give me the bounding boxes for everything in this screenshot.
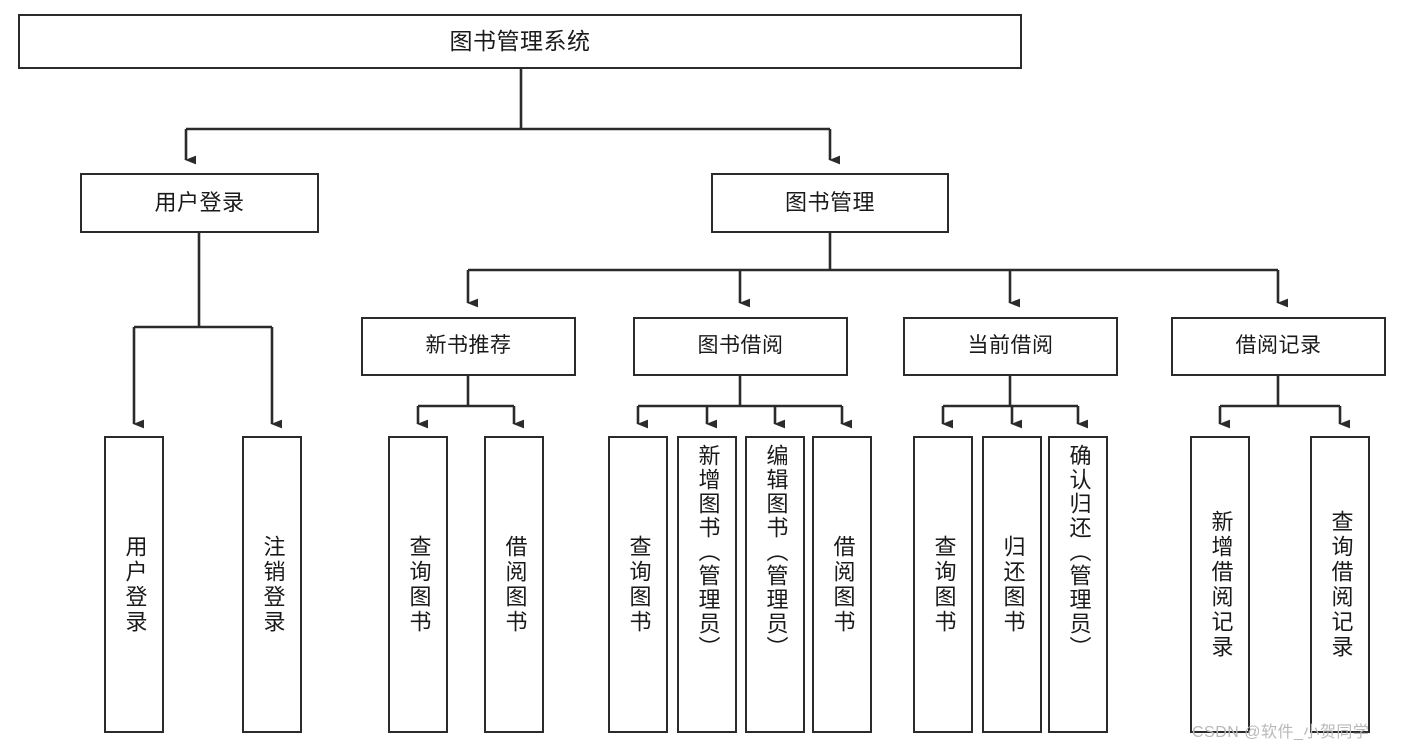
node-label: 查询图书 (406, 534, 432, 635)
leaf-borrow-book-recommend[interactable]: 借阅图书 (484, 436, 544, 733)
node-label: 新增借阅记录 (1208, 509, 1234, 660)
leaf-return-book[interactable]: 归还图书 (982, 436, 1042, 733)
node-book-management[interactable]: 图书管理 (711, 173, 949, 233)
node-label: 用户登录 (154, 190, 245, 216)
node-label: 归还图书 (1000, 534, 1026, 635)
node-user-login[interactable]: 用户登录 (80, 173, 319, 233)
csdn-watermark: CSDN @软件_小贺同学 (1192, 724, 1370, 741)
leaf-logout[interactable]: 注销登录 (242, 436, 302, 733)
node-label: 编辑图书（管理员） (763, 444, 789, 660)
node-borrow-record[interactable]: 借阅记录 (1171, 317, 1386, 376)
node-label: 确认归还（管理员） (1066, 444, 1092, 660)
node-label: 查询图书 (931, 534, 957, 635)
node-new-book-recommend[interactable]: 新书推荐 (361, 317, 576, 376)
leaf-confirm-return-admin[interactable]: 确认归还（管理员） (1048, 436, 1108, 733)
node-label: 新书推荐 (425, 334, 512, 358)
leaf-add-book-admin[interactable]: 新增图书（管理员） (677, 436, 737, 733)
node-current-borrow[interactable]: 当前借阅 (903, 317, 1118, 376)
node-label: 用户登录 (122, 534, 148, 635)
leaf-query-book-recommend[interactable]: 查询图书 (388, 436, 448, 733)
node-label: 图书管理系统 (449, 27, 591, 54)
leaf-query-book-borrow[interactable]: 查询图书 (608, 436, 668, 733)
node-label: 借阅图书 (502, 534, 528, 635)
leaf-query-borrow-record[interactable]: 查询借阅记录 (1310, 436, 1370, 733)
node-root-system[interactable]: 图书管理系统 (18, 14, 1022, 69)
node-label: 借阅记录 (1235, 334, 1322, 358)
node-label: 查询图书 (626, 534, 652, 635)
node-label: 注销登录 (260, 534, 286, 635)
node-label: 新增图书（管理员） (695, 444, 721, 660)
node-label: 当前借阅 (967, 334, 1054, 358)
node-label: 查询借阅记录 (1328, 509, 1354, 660)
leaf-add-borrow-record[interactable]: 新增借阅记录 (1190, 436, 1250, 733)
leaf-edit-book-admin[interactable]: 编辑图书（管理员） (745, 436, 805, 733)
leaf-borrow-book[interactable]: 借阅图书 (812, 436, 872, 733)
node-book-borrow[interactable]: 图书借阅 (633, 317, 848, 376)
node-label: 图书借阅 (697, 334, 784, 358)
leaf-user-login[interactable]: 用户登录 (104, 436, 164, 733)
leaf-query-book-current[interactable]: 查询图书 (913, 436, 973, 733)
node-label: 图书管理 (784, 190, 875, 216)
node-label: 借阅图书 (830, 534, 856, 635)
